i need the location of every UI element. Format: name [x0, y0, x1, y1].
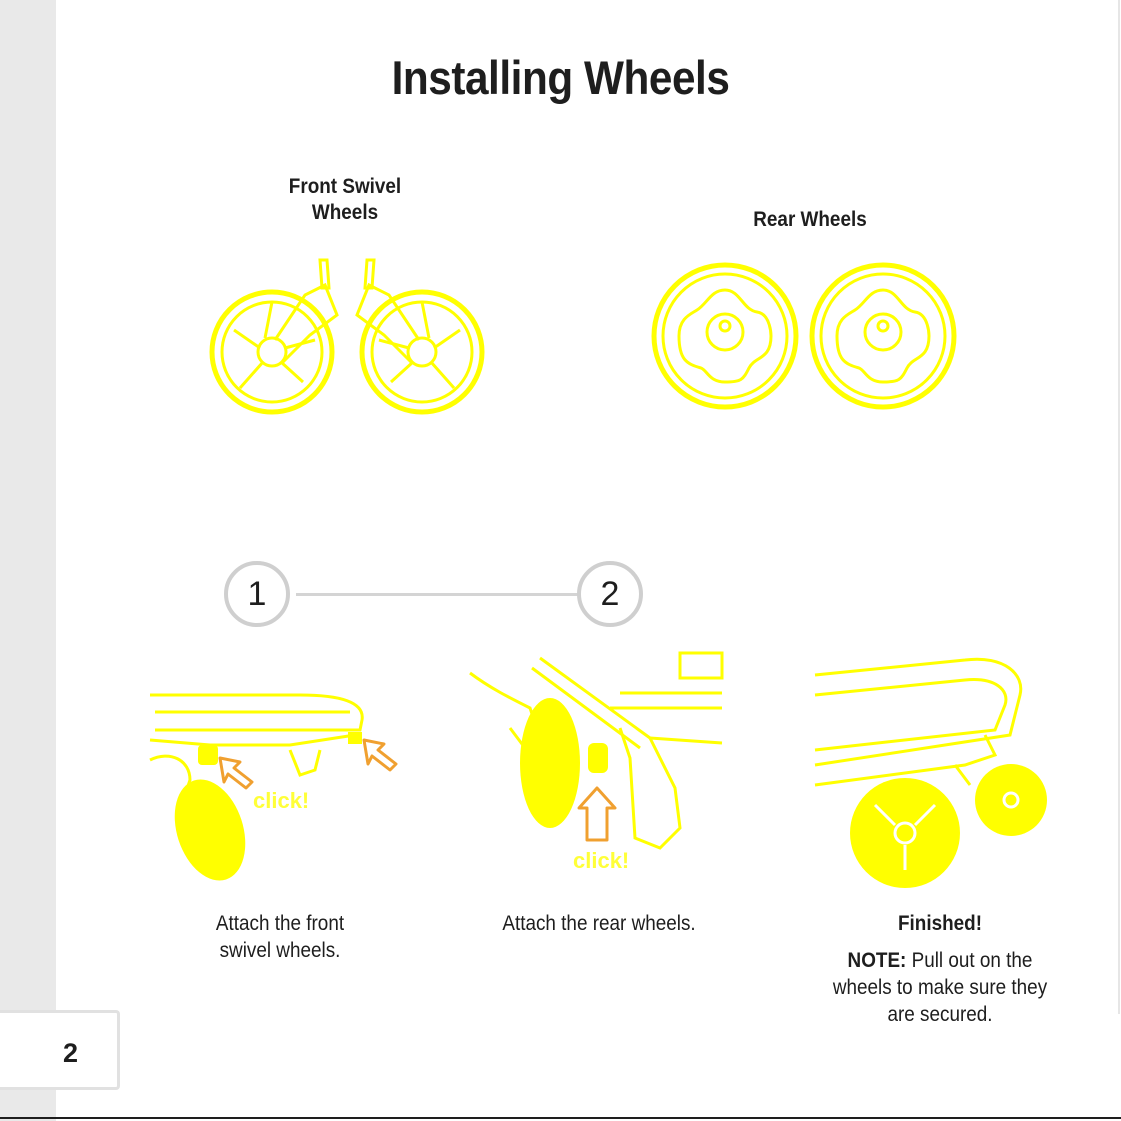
step-connector-line	[296, 593, 580, 596]
finished-block: Finished! NOTE: Pull out on the wheels t…	[814, 910, 1066, 1028]
step-2-badge: 2	[577, 561, 643, 627]
front-wheels-label-line1: Front Swivel	[255, 174, 435, 200]
page-sidebar	[0, 0, 56, 1121]
step-1-caption: Attach the front swivel wheels.	[172, 910, 388, 964]
step-1-caption-line1: Attach the front	[172, 910, 388, 937]
step-2-click-label: click!	[573, 848, 629, 873]
bottom-rule	[0, 1117, 1121, 1119]
page-number: 2	[0, 1013, 142, 1093]
page-number-tab: 2	[0, 1010, 120, 1090]
note-label: NOTE:	[848, 949, 907, 972]
step-1-badge: 1	[224, 561, 290, 627]
right-edge-line	[1118, 0, 1120, 1014]
front-wheels-label-line2: Wheels	[255, 200, 435, 226]
note-line1-text: Pull out on the	[912, 949, 1033, 972]
finished-stroller-illustration	[815, 655, 1050, 890]
rear-wheels-illustration	[645, 260, 965, 415]
step-1-caption-line2: swivel wheels.	[172, 937, 388, 964]
note-line3: are secured.	[814, 1001, 1066, 1028]
front-swivel-wheels-illustration	[205, 250, 490, 420]
front-wheels-label: Front Swivel Wheels	[255, 174, 435, 226]
rear-wheels-label: Rear Wheels	[720, 207, 900, 233]
finished-heading: Finished!	[814, 910, 1066, 937]
note-line1: NOTE: Pull out on the	[814, 947, 1066, 974]
step-2-caption: Attach the rear wheels.	[474, 910, 724, 937]
note-line2: wheels to make sure they	[814, 974, 1066, 1001]
step-1-illustration: click!	[150, 690, 400, 885]
page-title: Installing Wheels	[56, 50, 1065, 105]
step-1-click-label: click!	[253, 788, 309, 813]
step-2-illustration: click!	[470, 648, 725, 878]
